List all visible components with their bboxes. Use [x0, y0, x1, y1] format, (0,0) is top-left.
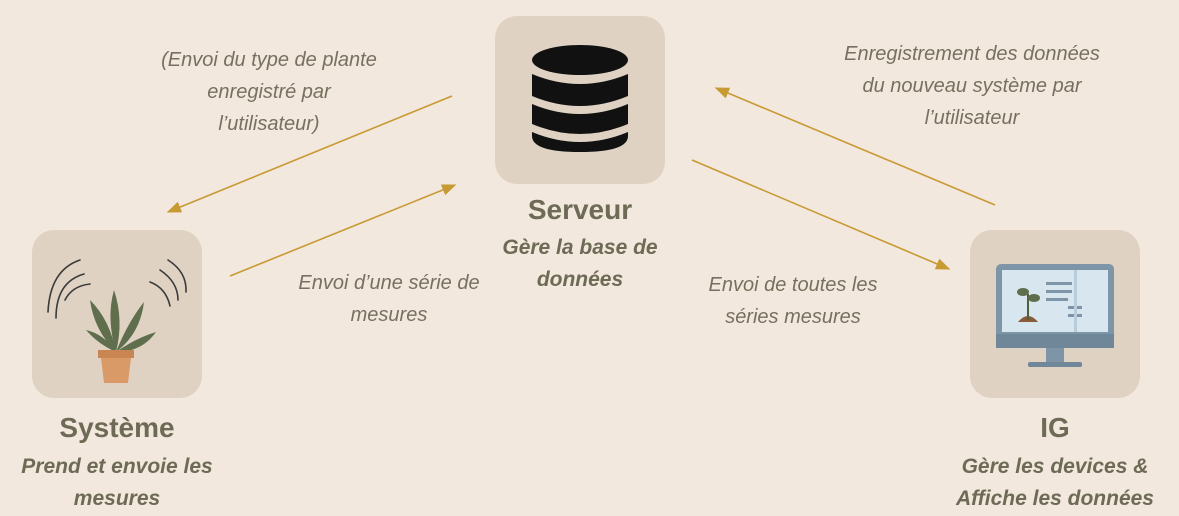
server-node-box [495, 16, 665, 184]
label-ig-to-server: Enregistrement des données du nouveau sy… [844, 43, 1100, 129]
ig-subtitle: Gère les devices & Affiche les données [955, 455, 1154, 510]
system-subtitle: Prend et envoie les mesures [21, 455, 213, 510]
label-server-to-ig: Envoi de toutes les séries mesures [708, 274, 878, 328]
server-title: Serveur [527, 194, 633, 225]
arrow-server-to-system [166, 95, 453, 213]
ig-title: IG [1040, 412, 1070, 443]
label-system-to-server: Envoi d’une série de mesures [298, 272, 480, 326]
database-icon [532, 45, 628, 152]
arrow-system-to-server [229, 184, 457, 277]
system-title: Système [59, 412, 175, 443]
server-subtitle: Gère la base de données [502, 236, 658, 291]
label-server-to-system: (Envoi du type de plante enregistré par … [161, 49, 377, 135]
arrow-ig-to-server [714, 87, 996, 206]
plant-sensor-icon [47, 259, 187, 383]
arrow-server-to-ig [691, 159, 951, 270]
ig-node-box [970, 230, 1140, 398]
computer-monitor-icon [996, 264, 1114, 367]
system-node-box [32, 230, 202, 398]
